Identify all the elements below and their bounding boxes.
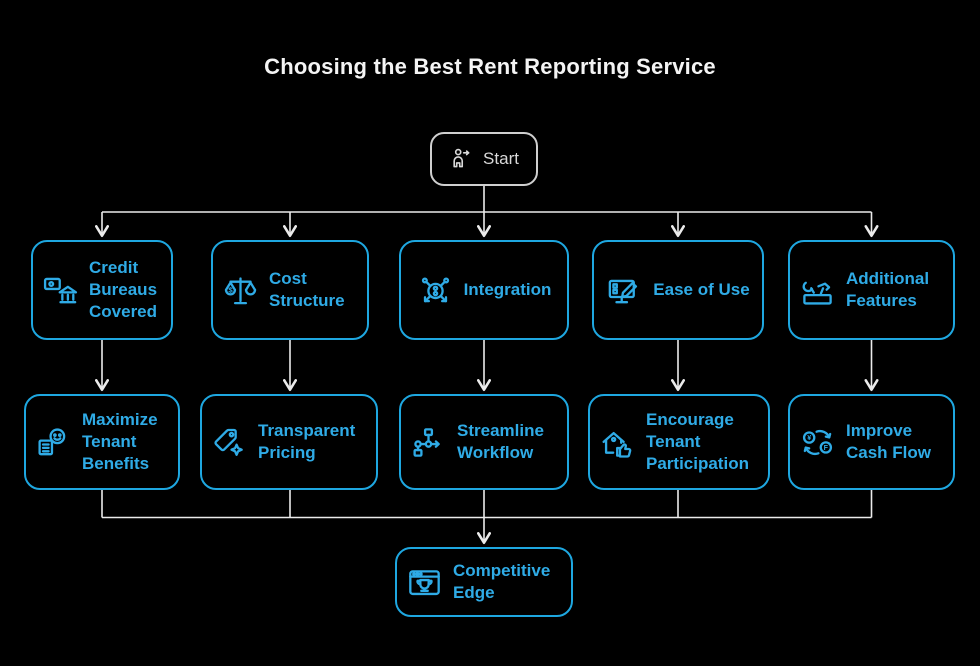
trophy-window-icon [406, 564, 443, 601]
node-credit-bureaus-covered: Credit Bureaus Covered [31, 240, 173, 340]
node-label: Encourage Tenant Participation [646, 409, 749, 474]
node-integration: Integration [399, 240, 569, 340]
node-competitive-edge: Competitive Edge [395, 547, 573, 617]
workflow-icon [410, 424, 447, 461]
node-ease-of-use: Ease of Use [592, 240, 764, 340]
node-label: Cost Structure [269, 268, 345, 310]
node-label: Additional Features [846, 268, 930, 310]
balance-scale-icon: $ [222, 272, 259, 309]
node-label: Start [483, 148, 519, 168]
node-label: Maximize Tenant Benefits [82, 409, 158, 474]
node-maximize-tenant-benefits: Maximize Tenant Benefits [24, 394, 180, 490]
node-encourage-tenant-participation: Encourage Tenant Participation [588, 394, 770, 490]
house-thumbs-up-icon [599, 424, 636, 461]
node-label: Integration [463, 279, 552, 299]
node-label: Improve Cash Flow [846, 420, 932, 462]
node-label: Ease of Use [653, 279, 750, 299]
node-cost-structure: $ Cost Structure [211, 240, 369, 340]
price-tag-icon [211, 424, 248, 461]
currency-exchange-icon: ¥ F [799, 424, 836, 461]
node-label: Transparent Pricing [258, 420, 356, 462]
node-improve-cash-flow: ¥ F Improve Cash Flow [788, 394, 955, 490]
integration-hub-icon [417, 272, 454, 309]
page-title: Choosing the Best Rent Reporting Service [264, 54, 716, 79]
node-label: Competitive Edge [453, 560, 551, 602]
node-transparent-pricing: Transparent Pricing [200, 394, 378, 490]
tools-icon [799, 272, 836, 309]
node-start: Start [430, 132, 538, 186]
person-start-icon [449, 146, 475, 172]
node-label: Credit Bureaus Covered [89, 257, 158, 322]
node-additional-features: Additional Features [788, 240, 955, 340]
tenant-benefits-icon [35, 424, 72, 461]
node-streamline-workflow: Streamline Workflow [399, 394, 569, 490]
svg-text:¥: ¥ [807, 434, 811, 442]
node-label: Streamline Workflow [457, 420, 544, 462]
monitor-edit-icon [606, 272, 643, 309]
bank-credit-icon [42, 272, 79, 309]
svg-text:$: $ [228, 285, 233, 294]
svg-text:F: F [824, 443, 829, 451]
